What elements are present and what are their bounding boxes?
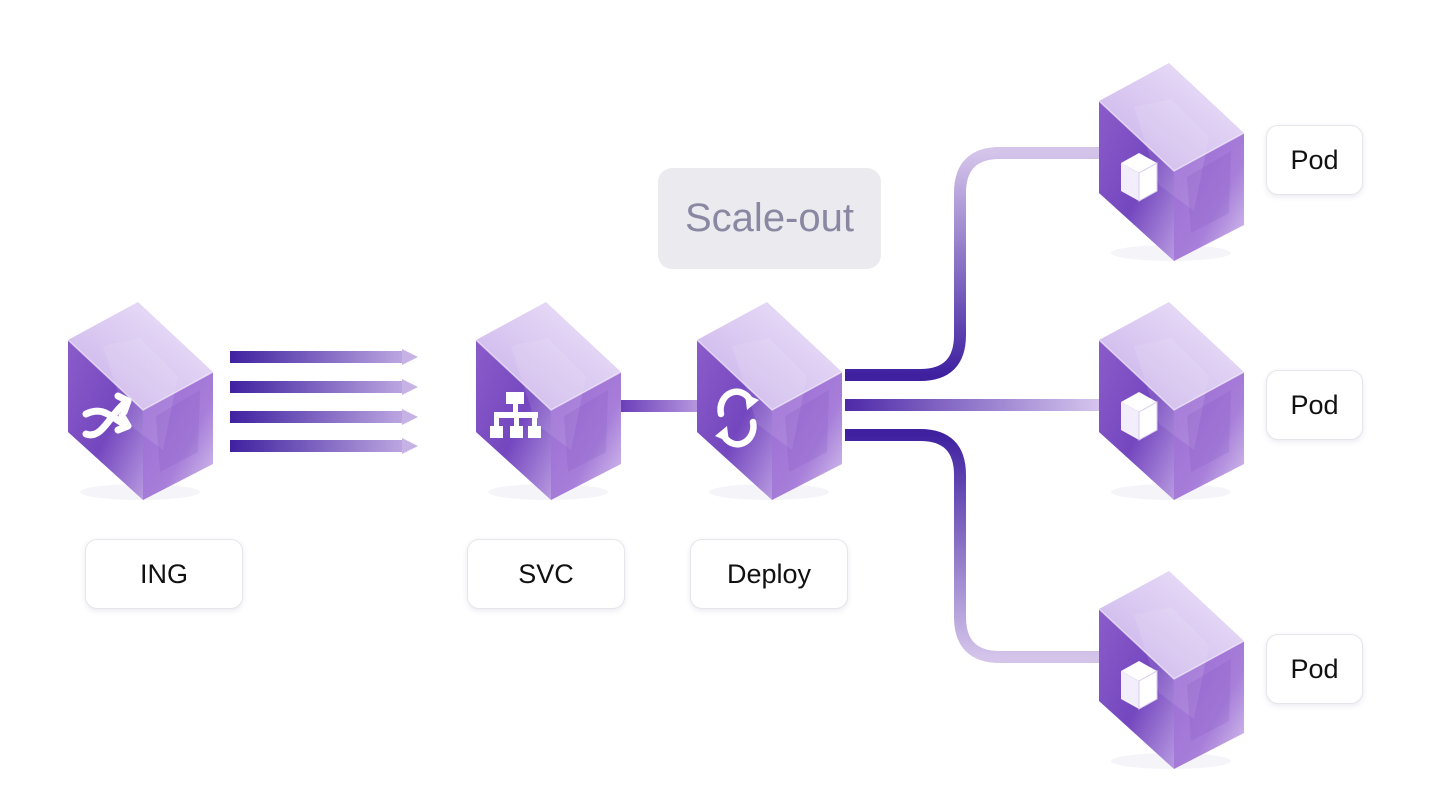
pod-3-label: Pod [1266,634,1363,704]
cube-layer [67,63,1245,769]
pod-3-cube [1098,571,1245,769]
network-tree-icon [490,392,541,438]
deploy-cube [696,302,843,500]
box-icon [1121,392,1158,441]
connectors [230,147,1102,663]
svc-label: SVC [467,539,625,609]
shuffle-icon [82,392,132,439]
pod-1-cube [1098,63,1245,261]
box-icon [1121,153,1158,202]
pod-1-label: Pod [1266,125,1363,195]
svc-cube [475,302,622,500]
ing-svc-arrows [230,349,418,454]
box-icon [1121,661,1158,710]
pod-2-cube [1098,302,1245,500]
deploy-pod-3-connector [845,429,1102,663]
deploy-label: Deploy [690,539,848,609]
deploy-pod-1-connector [845,147,1102,381]
scale-out-annotation: Scale-out [658,168,881,269]
pod-2-label: Pod [1266,370,1363,440]
ing-label: ING [85,539,243,609]
ing-cube [67,302,214,500]
refresh-icon [715,388,759,448]
